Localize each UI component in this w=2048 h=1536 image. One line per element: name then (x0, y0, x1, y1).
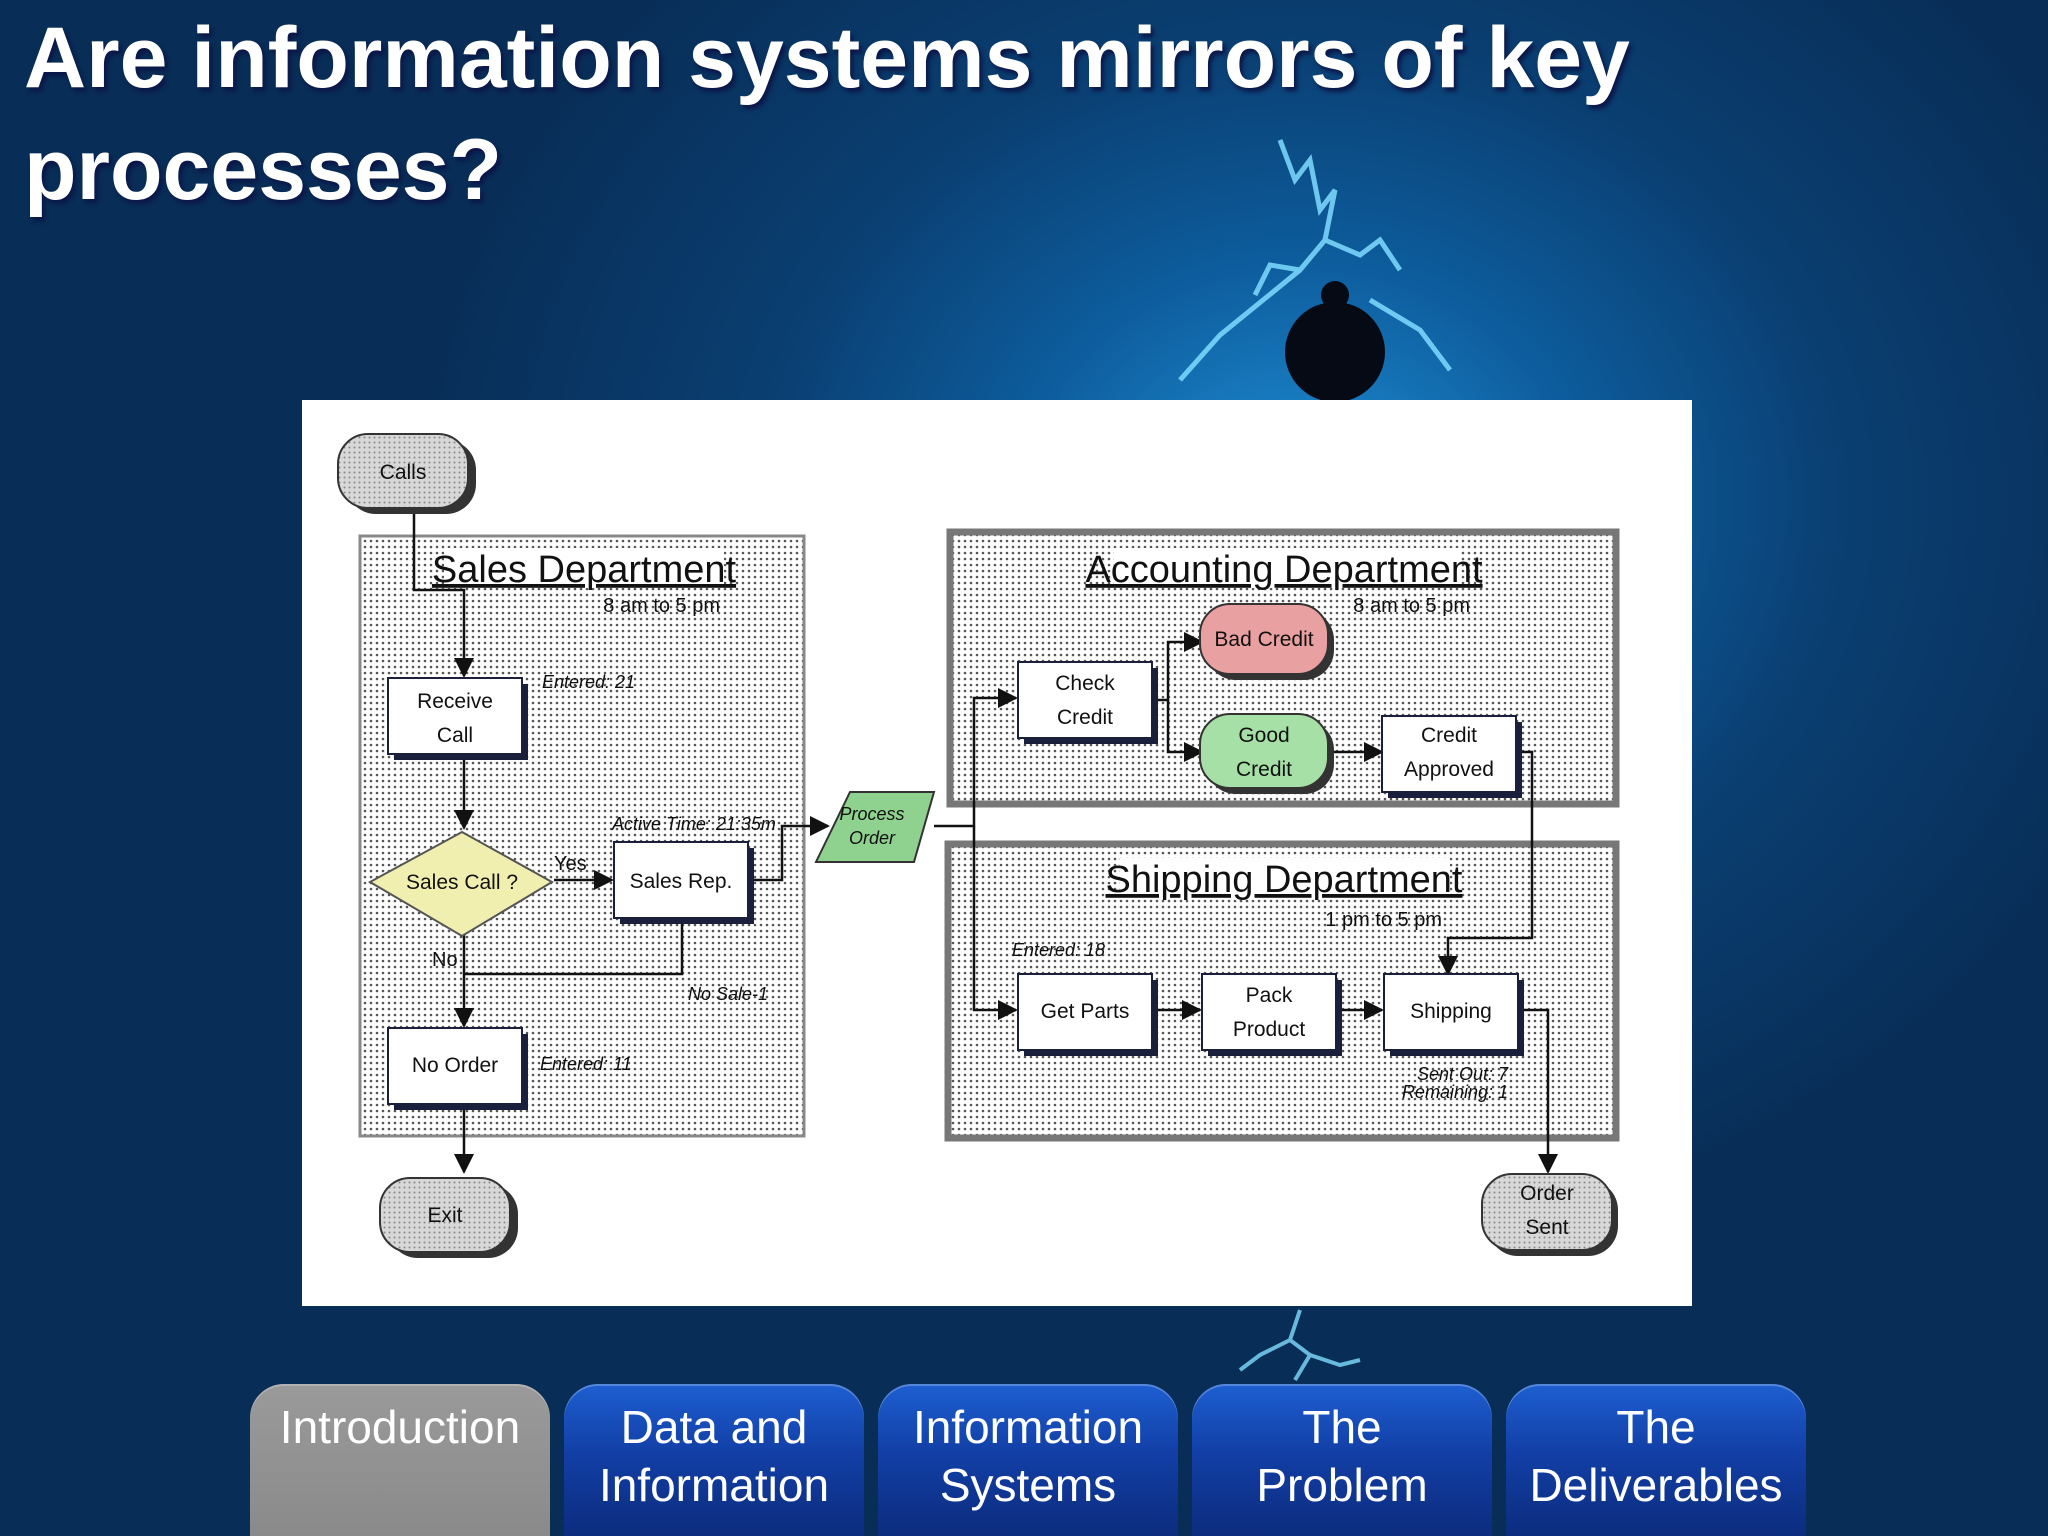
good-credit-label-2: Credit (1236, 758, 1292, 781)
fractal-bottom-decoration (1238, 1309, 1361, 1382)
tab-the-problem-line2: Problem (1256, 1459, 1428, 1511)
shipping-department-title: Shipping Department (1106, 859, 1463, 901)
process-flow-diagram: Sales Department Accounting Department S… (302, 400, 1692, 1306)
accounting-hours: 8 am to 5 pm (1353, 595, 1470, 617)
get-parts-node (1017, 973, 1153, 1051)
tab-the-deliverables[interactable]: The Deliverables (1506, 1384, 1806, 1536)
process-order-label-1: Process (839, 804, 904, 824)
credit-approved-label-2: Approved (1404, 758, 1494, 781)
tab-introduction[interactable]: Introduction (250, 1384, 550, 1536)
tab-information-systems-line2: Systems (939, 1459, 1117, 1511)
order-sent-label-1: Order (1520, 1182, 1574, 1205)
bad-credit-node (1199, 603, 1329, 675)
calls-label: Calls (380, 461, 427, 484)
receive-call-label-1: Receive (417, 690, 493, 713)
tab-the-deliverables-line2: Deliverables (1529, 1459, 1783, 1511)
receive-call-node (387, 677, 523, 755)
section-tabs: Introduction Data and Information Inform… (250, 1384, 1810, 1536)
no-sale-label: No Sale-1 (688, 984, 768, 1004)
good-credit-label-1: Good (1238, 724, 1289, 747)
bad-credit-label: Bad Credit (1214, 628, 1313, 651)
check-credit-label-1: Check (1055, 672, 1115, 695)
calls-node (337, 433, 469, 509)
receive-call-label-2: Call (437, 724, 473, 747)
yes-label: Yes (554, 853, 587, 875)
order-sent-node (1481, 1173, 1613, 1251)
exit-label: Exit (427, 1204, 462, 1227)
exit-node (379, 1177, 511, 1253)
active-time-label: Active Time: 21:35m (611, 814, 776, 834)
no-order-stat: Entered: 11 (540, 1054, 632, 1074)
no-label: No (432, 949, 458, 971)
tab-introduction-label: Introduction (279, 1401, 521, 1453)
sales-hours: 8 am to 5 pm (603, 595, 720, 617)
tab-data-and-information-line1: Data and (620, 1401, 808, 1453)
sales-call-label: Sales Call ? (406, 871, 518, 894)
credit-approved-node (1381, 715, 1517, 793)
order-sent-label-2: Sent (1525, 1216, 1568, 1239)
good-credit-node (1199, 713, 1329, 789)
credit-approved-label-1: Credit (1421, 724, 1477, 747)
remaining-stat: Remaining: 1 (1402, 1082, 1508, 1102)
shipping-node (1383, 973, 1519, 1051)
pack-product-label-2: Product (1233, 1018, 1306, 1041)
check-credit-node (1017, 661, 1153, 739)
tab-the-deliverables-line1: The (1616, 1401, 1696, 1453)
shipping-entered-stat: Entered: 18 (1012, 940, 1105, 960)
tab-data-and-information-line2: Information (598, 1459, 830, 1511)
sales-rep-label: Sales Rep. (630, 870, 733, 893)
shipping-label: Shipping (1410, 1000, 1492, 1023)
tab-the-problem[interactable]: The Problem (1192, 1384, 1492, 1536)
get-parts-label: Get Parts (1041, 1000, 1130, 1023)
shipping-hours: 1 pm to 5 pm (1325, 909, 1442, 931)
process-order-node (814, 791, 936, 863)
no-order-node (387, 1027, 523, 1105)
process-order-label-2: Order (849, 828, 896, 848)
check-credit-label-2: Credit (1057, 706, 1113, 729)
sales-call-decision (367, 830, 554, 938)
receive-call-stat: Entered: 21 (542, 672, 635, 692)
fractal-decoration (1178, 139, 1452, 402)
flowchart-svg: Sales Department Accounting Department S… (337, 433, 1620, 1258)
sent-out-stat: Sent Out: 7 (1417, 1064, 1509, 1084)
tab-information-systems-line1: Information (912, 1401, 1144, 1453)
tab-the-problem-line1: The (1302, 1401, 1382, 1453)
pack-product-label-1: Pack (1246, 984, 1293, 1007)
sales-rep-node (613, 841, 749, 919)
tab-data-and-information[interactable]: Data and Information (564, 1384, 864, 1536)
no-order-label: No Order (412, 1054, 498, 1077)
accounting-department-title: Accounting Department (1085, 549, 1483, 591)
tab-information-systems[interactable]: Information Systems (878, 1384, 1178, 1536)
sales-department-title: Sales Department (432, 549, 737, 591)
slide-title: Are information systems mirrors of key p… (24, 10, 1630, 218)
pack-product-node (1201, 973, 1337, 1051)
